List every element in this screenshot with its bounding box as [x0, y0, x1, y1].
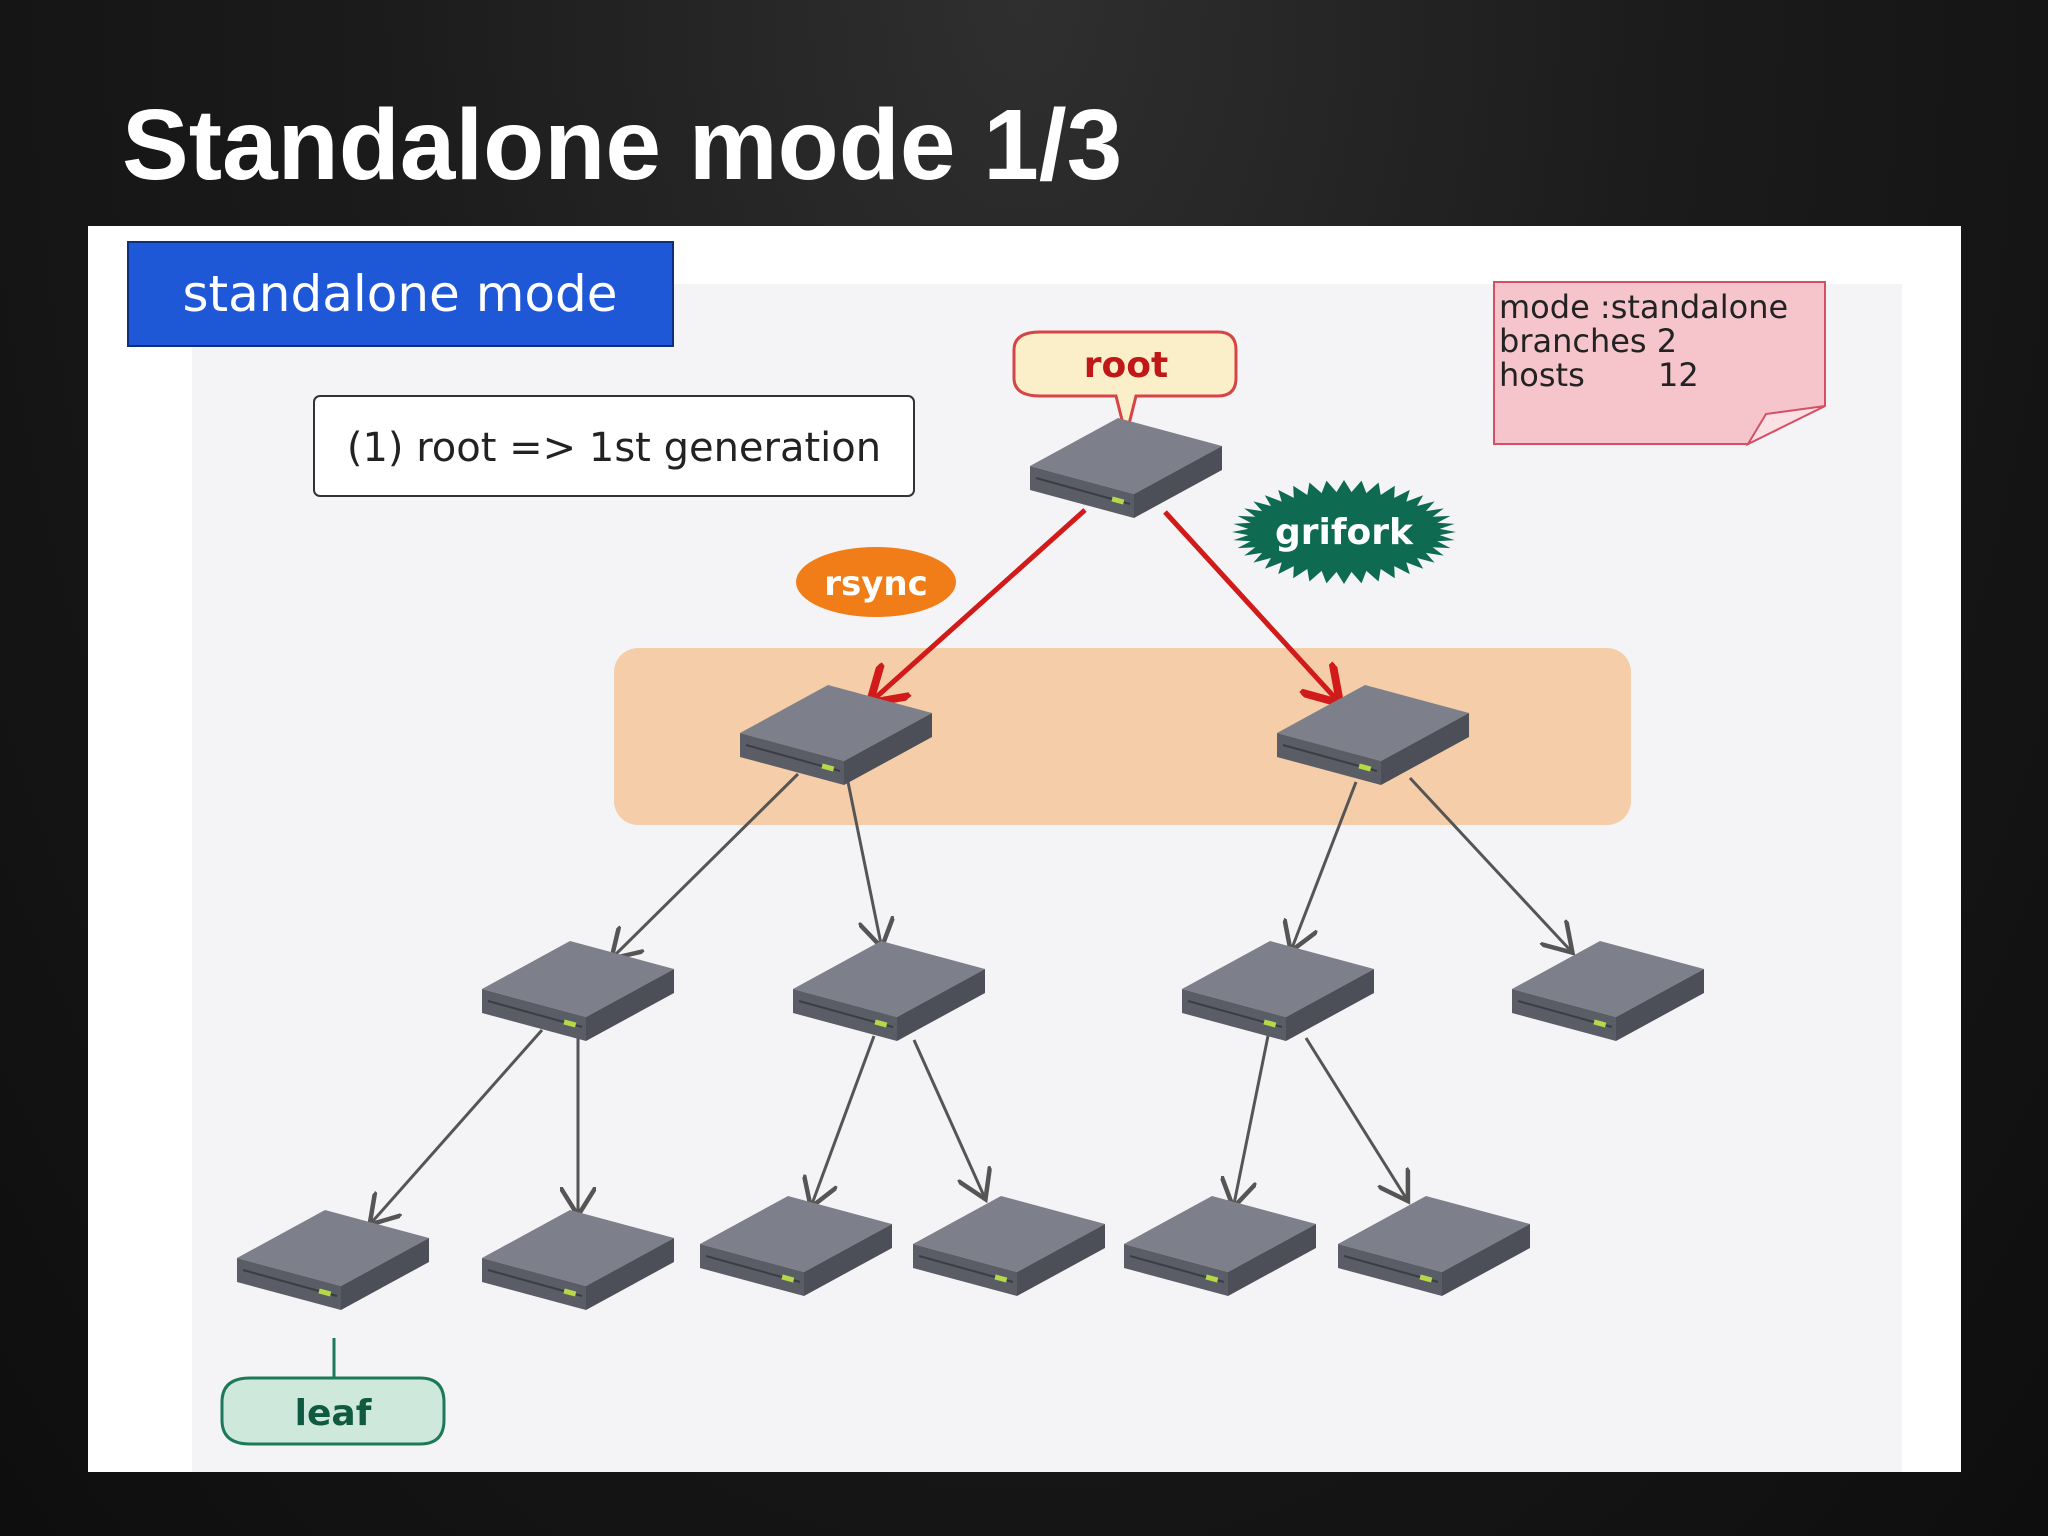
- step-label: (1) root => 1st generation: [347, 425, 881, 471]
- config-note: mode :standalone branches 2 hosts 12: [1493, 281, 1826, 447]
- edge-g1a-to-g2a: [614, 772, 800, 956]
- leaf-callout: leaf: [220, 1338, 446, 1446]
- edge-root-to-gen1-left: [873, 508, 1087, 700]
- edge-g2a-to-g3a: [372, 1029, 544, 1222]
- mode-banner: standalone mode: [127, 241, 674, 347]
- config-hosts-value: 12: [1658, 356, 1699, 394]
- slide-title: Standalone mode 1/3: [122, 89, 1123, 201]
- edge-g2c-to-g3f: [1304, 1037, 1406, 1198]
- rsync-badge: rsync: [796, 547, 956, 617]
- config-mode: mode :standalone: [1499, 288, 1788, 326]
- mode-banner-label: standalone mode: [183, 265, 618, 323]
- edge-g2b-to-g3d: [912, 1039, 984, 1196]
- edge-root-to-gen1-right: [1163, 510, 1337, 700]
- edge-g2c-to-g3e: [1234, 1035, 1270, 1204]
- grifork-label: grifork: [1275, 512, 1414, 553]
- edge-g2b-to-g3c: [812, 1035, 876, 1204]
- edge-g1b-to-g2d: [1408, 776, 1570, 950]
- grifork-badge: grifork: [1232, 480, 1456, 584]
- edge-g1b-to-g2c: [1292, 781, 1358, 948]
- config-hosts-key: hosts: [1499, 356, 1585, 394]
- leaf-callout-label: leaf: [295, 1393, 372, 1434]
- config-branches: branches 2: [1499, 322, 1677, 360]
- edge-g1a-to-g2b: [846, 781, 881, 944]
- root-callout-label: root: [1084, 345, 1168, 386]
- step-label-box: (1) root => 1st generation: [313, 395, 915, 497]
- rsync-label: rsync: [824, 564, 928, 604]
- root-callout: root: [1012, 330, 1238, 437]
